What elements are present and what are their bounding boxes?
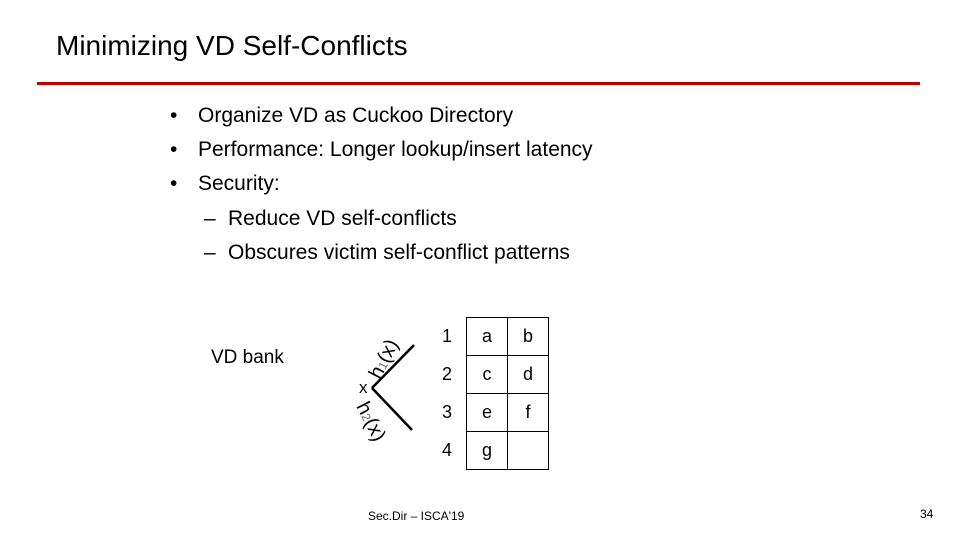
page-number: 34 [920,507,934,521]
table-cell: g [466,431,508,470]
table-row: 2 c d [426,355,549,394]
slide-footer: Sec.Dir – ISCA'19 [368,509,465,523]
bullet-marker: • [170,104,178,127]
table-cell [507,431,549,470]
set-index: 4 [442,440,453,460]
bullet-text: Security: [198,172,280,195]
bullet-text: Performance: Longer lookup/insert latenc… [198,138,593,161]
sub-bullet-marker: – [204,241,216,264]
table-cell: e [466,393,508,432]
sub-bullet-text: Reduce VD self-conflicts [228,207,457,230]
set-index: 3 [442,402,453,422]
table-row: 3 e f [426,393,549,432]
bullet-marker: • [170,172,178,195]
hash2-label: h2(x) [349,398,391,446]
hash-input-label: x [359,378,368,397]
sub-bullet-text: Obscures victim self-conflict patterns [228,241,570,264]
set-index: 2 [442,364,453,384]
bullet-marker: • [170,138,178,161]
title-divider [37,82,920,85]
set-index: 1 [442,326,453,346]
table-row: 4 g [426,431,549,470]
vd-bank-label: VD bank [211,347,284,368]
bullet-text: Organize VD as Cuckoo Directory [198,104,514,127]
slide-title: Minimizing VD Self-Conflicts [56,30,408,61]
vd-bank-table: 1 a b 2 c d 3 e f 4 g [426,317,549,470]
table-row: 1 a b [426,317,549,356]
table-cell: b [507,317,549,356]
table-cell: d [507,355,549,394]
hash1-label: h1(x) [364,335,406,383]
table-cell: f [507,393,549,432]
sub-bullet-marker: – [204,207,216,230]
table-cell: a [466,317,508,356]
table-cell: c [466,355,508,394]
